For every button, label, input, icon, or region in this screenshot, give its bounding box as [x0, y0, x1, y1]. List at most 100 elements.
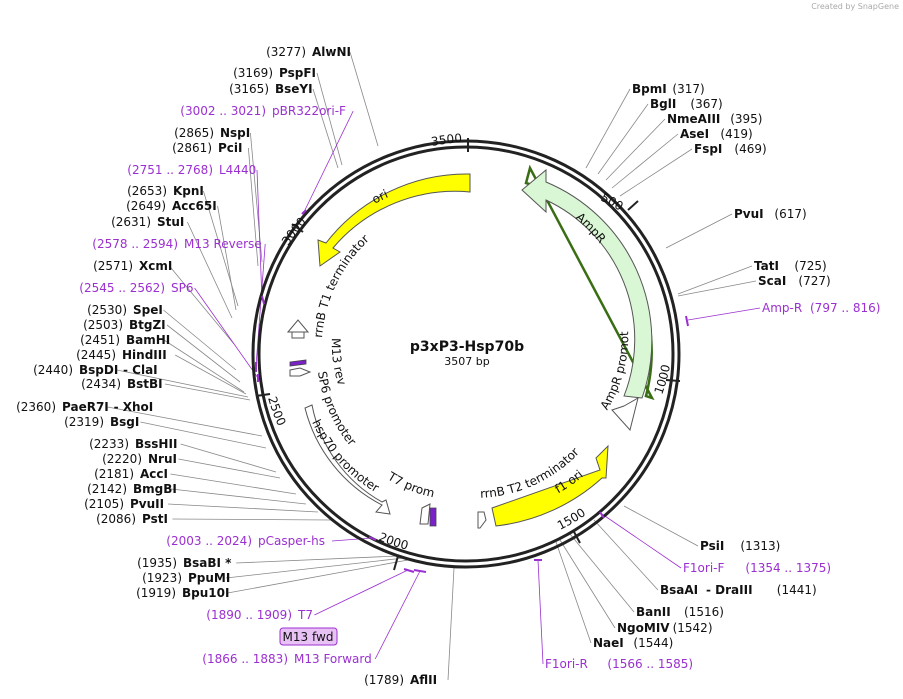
site-name-extra: - ClaI — [123, 363, 158, 377]
primer-range: (2003 .. 2024) — [166, 534, 252, 548]
site-connector — [559, 539, 616, 629]
site-connector — [593, 519, 659, 591]
primer-f1ori-r: F1ori-R(1566 .. 1585) — [545, 657, 693, 671]
primer-range: (797 .. 816) — [810, 301, 880, 315]
site-position: (1544) — [633, 636, 673, 650]
site-position: (2865) — [174, 126, 214, 140]
site-position: (2571) — [93, 259, 133, 273]
site-bsabi-: (1935)BsaBI * — [137, 556, 232, 570]
site-position: (1919) — [136, 586, 176, 600]
t7-promoter-feature: T7 promoter — [0, 0, 437, 527]
site-position: (2503) — [83, 318, 123, 332]
primer-connector — [256, 169, 263, 301]
plasmid-size: 3507 bp — [444, 355, 489, 368]
primer-m13-forward: (1866 .. 1883) M13 Forward — [202, 652, 371, 666]
site-position: (3169) — [233, 66, 273, 80]
m13-fwd-highlight-box — [279, 627, 338, 646]
site-paer7i: (2360)PaeR7I- XhoI — [16, 400, 153, 414]
site-position: (2653) — [127, 184, 167, 198]
primer-range: (2751 .. 2768) — [127, 163, 213, 177]
site-bpu10i: (1919)Bpu10I — [136, 586, 229, 600]
site-name: PaeR7I — [62, 400, 109, 414]
site-connector — [180, 443, 277, 473]
site-position: (2233) — [89, 437, 129, 451]
site-psti: (2086)PstI — [96, 512, 168, 526]
site-connector — [170, 488, 307, 505]
svg-text:ori: ori — [370, 187, 390, 207]
primer-range: (1866 .. 1883) — [202, 652, 288, 666]
site-name: StuI — [157, 215, 184, 229]
site-acc65i: (2649)Acc65I — [126, 199, 217, 213]
site-position: (1441) — [777, 583, 817, 597]
site-connector — [167, 503, 319, 513]
site-tati: TatI(725) — [754, 259, 827, 273]
site-connector — [166, 324, 241, 383]
site-connector — [585, 88, 631, 169]
site-connector — [187, 221, 233, 319]
site-acci: (2181)AccI — [94, 467, 168, 481]
primer-connector — [331, 537, 373, 542]
primer-pcasper-hs: (2003 .. 2024) pCasper-hs — [166, 534, 325, 548]
site-bseyi: (3165)BseYI — [229, 82, 313, 96]
site-connector — [605, 118, 666, 181]
site-connector — [140, 421, 267, 449]
m13-fwd-label: M13 fwd — [283, 630, 334, 644]
site-name: XcmI — [139, 259, 172, 273]
site-position: (2451) — [80, 333, 120, 347]
primer-range: (2545 .. 2562) — [79, 281, 165, 295]
site-connector — [217, 205, 237, 311]
site-name: AlwNI — [312, 45, 351, 59]
site-connector — [163, 309, 237, 371]
site-naei: NaeI(1544) — [593, 636, 673, 650]
site-name: BssHII — [135, 437, 177, 451]
site-connector — [225, 557, 405, 579]
site-connector — [178, 458, 281, 479]
site-position: (2105) — [84, 497, 124, 511]
primer-connector — [255, 243, 266, 367]
primer-name: M13 Forward — [294, 652, 372, 666]
primer-amp-r: Amp-R (797 .. 816) — [762, 301, 880, 315]
site-bsshii: (2233) BssHII — [89, 437, 177, 451]
site-fspi: FspI(469) — [694, 142, 767, 156]
primer-connector — [537, 559, 544, 665]
primer-connector — [303, 110, 354, 213]
site-name: BsgI — [110, 415, 139, 429]
site-connector — [619, 148, 693, 197]
site-nrui: (2220) NruI — [102, 452, 177, 466]
site-position: (3277) — [266, 45, 306, 59]
primer-name: pCasper-hs — [258, 534, 325, 548]
site-name: BglI — [650, 97, 676, 111]
site-name: NspI — [220, 126, 250, 140]
site-pcii: (2861)PciI — [172, 141, 242, 155]
site-position: (725) — [794, 259, 826, 273]
site-name: AflII — [410, 673, 437, 687]
site-position: (469) — [734, 142, 766, 156]
site-scai: ScaI(727) — [758, 274, 831, 288]
site-bgli: BglI(367) — [650, 97, 723, 111]
site-name: SpeI — [133, 303, 163, 317]
site-name: HindIII — [122, 348, 167, 362]
site-name: NruI — [148, 452, 177, 466]
site-name: BpmI — [632, 82, 667, 96]
site-position: (2220) — [102, 452, 142, 466]
site-alwni: (3277) AlwNI — [266, 45, 351, 59]
site-connector — [316, 72, 343, 166]
primer-name: Amp-R — [762, 301, 802, 315]
site-name: PspFI — [279, 66, 316, 80]
site-connector — [227, 559, 409, 594]
site-name: BsaBI * — [183, 556, 232, 570]
site-connector — [163, 339, 245, 393]
site-name: BspDI — [79, 363, 118, 377]
site-position: (2360) — [16, 400, 56, 414]
site-connector — [597, 103, 649, 175]
site-pvuii: (2105)PvuII — [84, 497, 164, 511]
primer-pbr322ori-f: (3002 .. 3021)pBR322ori-F — [180, 104, 346, 118]
site-name: BsaAI — [660, 583, 698, 597]
site-xcmi: (2571) XcmI — [93, 259, 172, 273]
svg-text:M13 rev: M13 rev — [329, 338, 349, 387]
site-name-extra: - DraIII — [706, 583, 753, 597]
site-bamhi: (2451)BamHI — [80, 333, 170, 347]
site-nspi: (2865) NspI — [174, 126, 250, 140]
site-connector — [107, 406, 263, 437]
primer-connector — [314, 569, 409, 616]
